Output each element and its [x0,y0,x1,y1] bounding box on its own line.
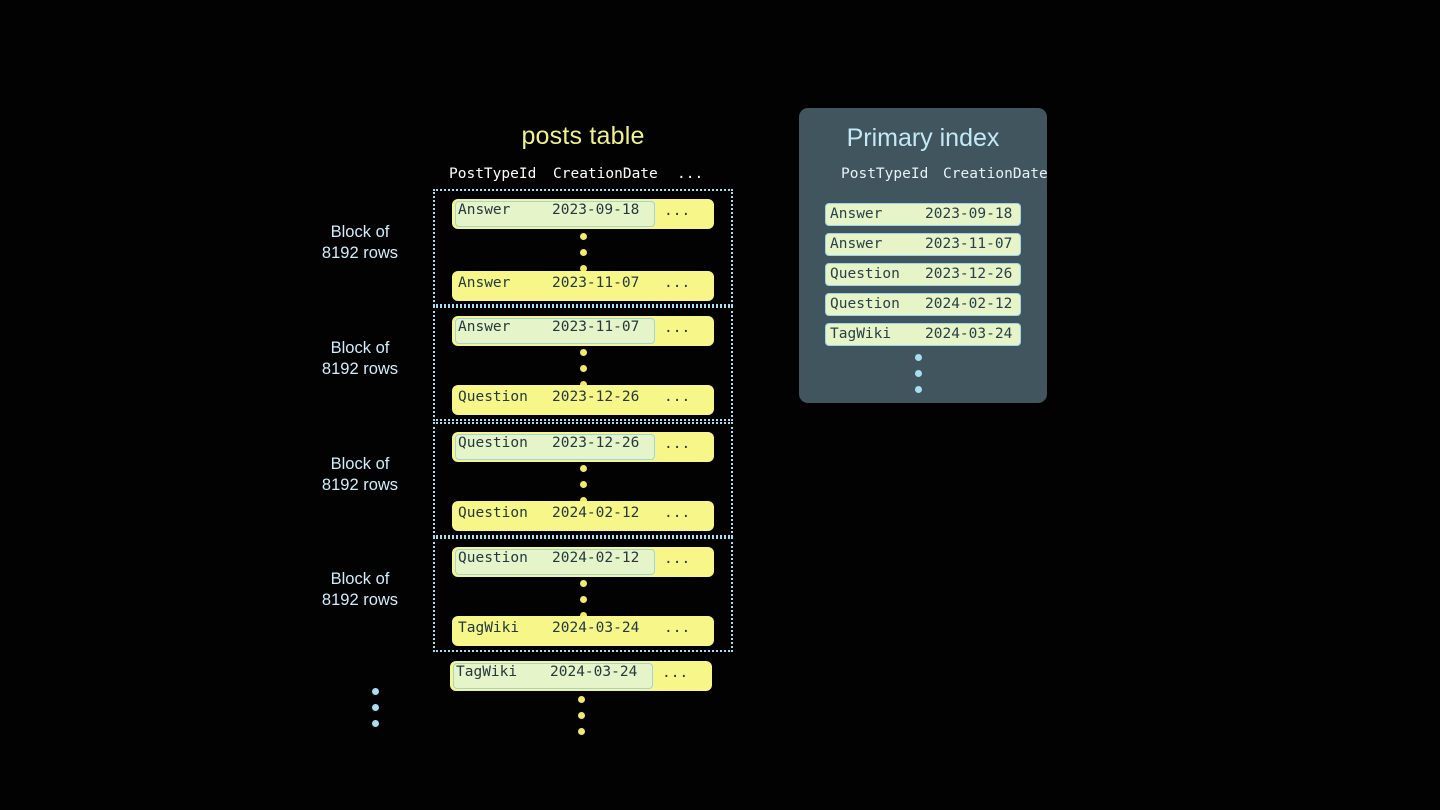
table-row: Answer 2023-11-07 ... [452,316,714,346]
table-row: Question 2023-12-26 ... [452,432,714,462]
cell-posttypeid: Answer [458,202,511,218]
index-ellipsis-dots [915,354,923,402]
column-header-posttypeid: PostTypeId [449,166,537,182]
row-ellipsis-dots [580,580,588,628]
cell-creationdate: 2023-12-26 [552,435,640,451]
primary-index-title: Primary index [846,124,1000,152]
cell-posttypeid: Question [458,435,528,451]
posts-table-title: posts table [521,122,645,150]
cell-creationdate: 2023-11-07 [552,319,640,335]
posts-table-column-headers: PostTypeId CreationDate ... [449,166,715,186]
column-header-ellipsis: ... [677,166,704,182]
column-header-posttypeid: PostTypeId [841,166,929,182]
block-label-line2: 8192 rows [321,476,399,494]
column-header-creationdate: CreationDate [943,166,1048,182]
block-label-line2: 8192 rows [321,591,399,609]
block-label-4: Block of 8192 rows [285,569,435,611]
cell-posttypeid: Question [458,550,528,566]
row-ellipsis-dots [580,349,588,397]
cell-creationdate: 2024-02-12 [925,296,1013,312]
cell-ellipsis: ... [664,551,691,567]
cell-ellipsis: ... [664,275,691,291]
cell-ellipsis: ... [662,665,689,681]
block-label-line1: Block of [330,570,390,588]
cell-posttypeid: Answer [458,275,511,291]
block-4: Question 2024-02-12 ... TagWiki 2024-03-… [322,537,733,652]
cell-posttypeid: Question [458,505,528,521]
cell-creationdate: 2023-11-07 [925,236,1013,252]
table-row: Question 2024-02-12 ... [452,547,714,577]
index-row: Answer 2023-11-07 [825,233,1021,256]
block-label-3: Block of 8192 rows [285,454,435,496]
cell-ellipsis: ... [664,505,691,521]
table-row: Question 2023-12-26 ... [452,385,714,415]
cell-posttypeid: Question [830,266,900,282]
blocks-ellipsis-dots [372,688,380,736]
index-row: Question 2023-12-26 [825,263,1021,286]
row-ellipsis-dots [580,465,588,513]
cell-creationdate: 2024-03-24 [552,620,640,636]
row-ellipsis-dots [580,233,588,281]
cell-posttypeid: TagWiki [458,620,520,636]
block-2: Answer 2023-11-07 ... Question 2023-12-2… [322,306,733,421]
cell-ellipsis: ... [664,389,691,405]
cell-creationdate: 2023-12-26 [925,266,1013,282]
primary-index-panel: Primary index PostTypeId CreationDate An… [799,108,1048,403]
cell-ellipsis: ... [664,203,691,219]
table-ellipsis-dots [578,696,586,744]
table-row: Question 2024-02-12 ... [452,501,714,531]
primary-index-column-headers: PostTypeId CreationDate [819,166,1048,186]
row-highlight-box [455,549,655,575]
row-highlight-box [455,434,655,460]
cell-creationdate: 2024-02-12 [552,505,640,521]
cell-posttypeid: Answer [830,206,883,222]
block-label-1: Block of 8192 rows [285,222,435,264]
block-1: Answer 2023-09-18 ... Answer 2023-11-07 … [322,189,733,306]
table-row: Answer 2023-11-07 ... [452,271,714,301]
block-label-2: Block of 8192 rows [285,338,435,380]
index-row: TagWiki 2024-03-24 [825,323,1021,346]
cell-creationdate: 2023-11-07 [552,275,640,291]
cell-creationdate: 2024-03-24 [550,664,638,680]
cell-posttypeid: Question [458,389,528,405]
cell-posttypeid: TagWiki [830,326,892,342]
block-3: Question 2023-12-26 ... Question 2024-02… [322,422,733,537]
block-label-line2: 8192 rows [321,360,399,378]
cell-posttypeid: Question [830,296,900,312]
table-row-trailing: TagWiki 2024-03-24 ... [450,661,712,691]
row-highlight-box [455,318,655,344]
cell-posttypeid: TagWiki [456,664,518,680]
cell-posttypeid: Answer [458,319,511,335]
cell-creationdate: 2024-02-12 [552,550,640,566]
table-row: Answer 2023-09-18 ... [452,199,714,229]
cell-creationdate: 2023-12-26 [552,389,640,405]
block-label-line1: Block of [330,455,390,473]
index-row: Question 2024-02-12 [825,293,1021,316]
block-label-line2: 8192 rows [321,244,399,262]
table-row: TagWiki 2024-03-24 ... [452,616,714,646]
column-header-creationdate: CreationDate [553,166,658,182]
index-row: Answer 2023-09-18 [825,203,1021,226]
cell-ellipsis: ... [664,436,691,452]
row-highlight-box [455,201,655,227]
row-highlight-box [453,663,653,689]
cell-creationdate: 2023-09-18 [925,206,1013,222]
cell-ellipsis: ... [664,320,691,336]
cell-ellipsis: ... [664,620,691,636]
cell-creationdate: 2023-09-18 [552,202,640,218]
cell-posttypeid: Answer [830,236,883,252]
block-label-line1: Block of [330,223,390,241]
block-label-line1: Block of [330,339,390,357]
cell-creationdate: 2024-03-24 [925,326,1013,342]
